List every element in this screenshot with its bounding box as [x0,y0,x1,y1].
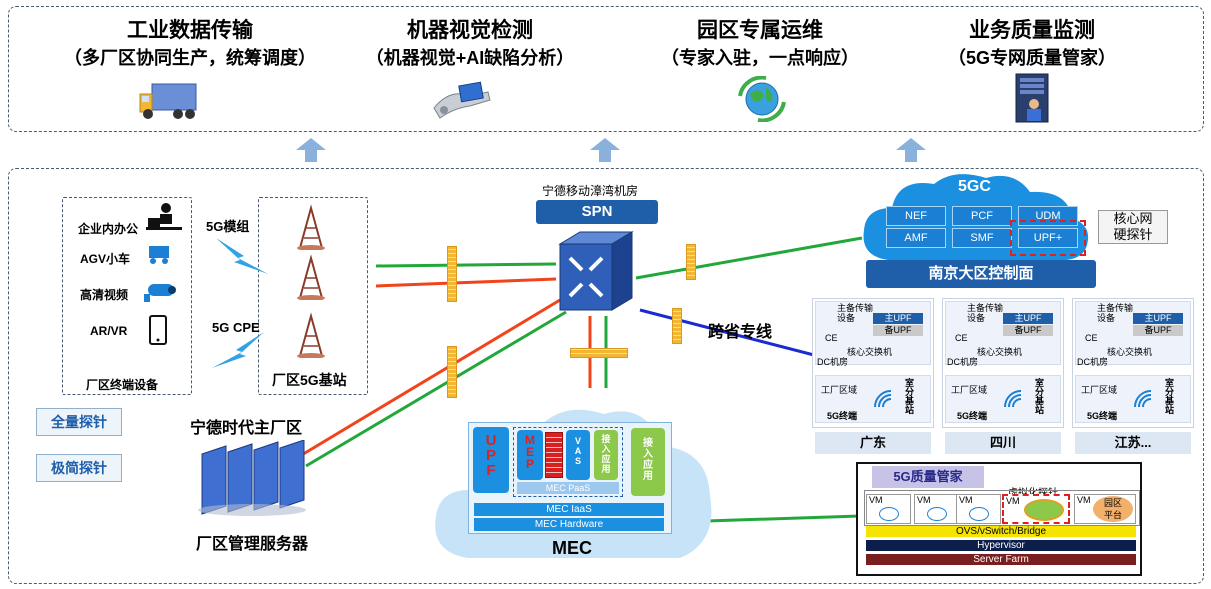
link-cpe-label: 5G CPE [212,320,260,335]
terminal-devices-caption: 厂区终端设备 [86,378,159,392]
mec-paas-frame [513,427,623,497]
robot-hand-icon [433,81,491,119]
base-station-box [258,197,368,395]
mec-app-1: 接 入 应 用 [594,430,618,480]
virtual-probe-label: 虚拟化探针 [1008,484,1058,499]
base-station-caption: 厂区5G基站 [272,372,347,388]
firewall-5 [447,346,457,398]
terminal-arvr-label: AR/VR [90,324,128,338]
terminal-agv-label: AGV小车 [80,252,131,266]
nf-smf: SMF [952,228,1012,248]
services-panel [8,6,1204,132]
region-guangdong: 主备传输 设备 主UPF 备UPF CE 核心交换机 DC机房 工厂区域 室 分… [812,298,934,428]
terminal-office-label: 企业内办公 [78,222,139,236]
vm-frame [864,490,1140,526]
spn-site-label: 宁德移动漳湾机房 [542,184,639,198]
service-sub-vision: （机器视觉+AI缺陷分析） [365,48,575,68]
cross-province-label: 跨省专线 [708,324,773,341]
spn-router-icon[interactable] [556,230,636,314]
globe-recycle-icon [738,76,786,122]
firewall-4 [570,348,628,358]
wireless-bolt-2 [212,332,264,368]
region-name-sichuan: 四川 [945,432,1061,454]
tablet-icon [149,315,167,345]
firewall-3 [672,308,682,344]
base-station-tower-1 [297,204,325,250]
quality-title: 5G质量管家 [872,466,984,488]
simple-probe-button[interactable]: 极简探针 [36,454,122,482]
office-worker-icon [146,203,182,230]
mec-iaas: MEC IaaS [474,503,664,516]
full-probe-button[interactable]: 全量探针 [36,408,122,436]
server-farm-bar: Server Farm [866,554,1136,565]
service-sub-quality: （5G专网质量管家） [947,48,1116,68]
server-operator-icon [1015,73,1049,123]
core-probe-label: 核心网 硬探针 [1098,210,1168,244]
firewall-1 [447,246,457,302]
service-title-vision: 机器视觉检测 [407,19,533,42]
nf-upf-plus: UPF+ [1018,228,1078,248]
region-name-jiangsu: 江苏... [1075,432,1191,454]
factory-name: 宁德时代主厂区 [190,420,303,437]
mec-upf: U P F [473,427,509,493]
base-station-tower-2 [297,254,325,300]
camera-icon [144,284,176,302]
mec-firewall [545,432,563,478]
mec-label: MEC [552,538,592,558]
mec-vas: V A S [566,430,590,480]
link-module-label: 5G模组 [206,219,250,234]
5gc-label: 5GC [958,178,991,195]
vm-park-platform: VM 园区 平台 [1074,494,1136,524]
mec-mep: M E P [517,430,543,480]
vm-3: VM [956,494,1001,524]
mec-hardware: MEC Hardware [474,518,664,531]
vm-probe: VM [1002,494,1070,524]
terminal-video-label: 高清视频 [80,288,129,302]
truck-icon [139,83,197,119]
vm-1: VM [866,494,911,524]
agv-icon [149,246,169,264]
service-sub-ops: （专家入驻，一点响应） [661,48,859,68]
nf-amf: AMF [886,228,946,248]
service-title-ops: 园区专属运维 [697,19,823,42]
firewall-2 [686,244,696,280]
up-arrow-3 [896,138,926,162]
up-arrow-1 [296,138,326,162]
factory-server-caption: 厂区管理服务器 [196,536,309,553]
ovs-bar: OVS/vSwitch/Bridge [866,526,1136,537]
control-plane-label: 南京大区控制面 [866,260,1096,288]
nf-pcf: PCF [952,206,1012,226]
terminal-devices-box [62,197,192,395]
network-panel [8,168,1204,584]
wireless-bolt-1 [216,238,268,274]
core-probe-highlight [1010,220,1086,256]
region-sichuan: 主备传输 设备 主UPF 备UPF CE 核心交换机 DC机房 工厂区域 室 分… [942,298,1064,428]
hypervisor-bar: Hypervisor [866,540,1136,551]
service-title-data-transfer: 工业数据传输 [127,19,253,42]
service-sub-data-transfer: （多厂区协同生产，统筹调度） [64,48,316,68]
vm-2: VM [914,494,959,524]
region-name-guangdong: 广东 [815,432,931,454]
up-arrow-2 [590,138,620,162]
mec-app-2: 接 入 应 用 [631,428,665,496]
server-rack-icon [198,440,306,516]
spn-label: SPN [536,200,658,224]
service-title-quality: 业务质量监测 [969,19,1095,42]
nf-nef: NEF [886,206,946,226]
mec-paas: MEC PaaS [517,482,619,494]
base-station-tower-3 [297,312,325,358]
region-jiangsu: 主备传输 设备 主UPF 备UPF CE 核心交换机 DC机房 工厂区域 室 分… [1072,298,1194,428]
